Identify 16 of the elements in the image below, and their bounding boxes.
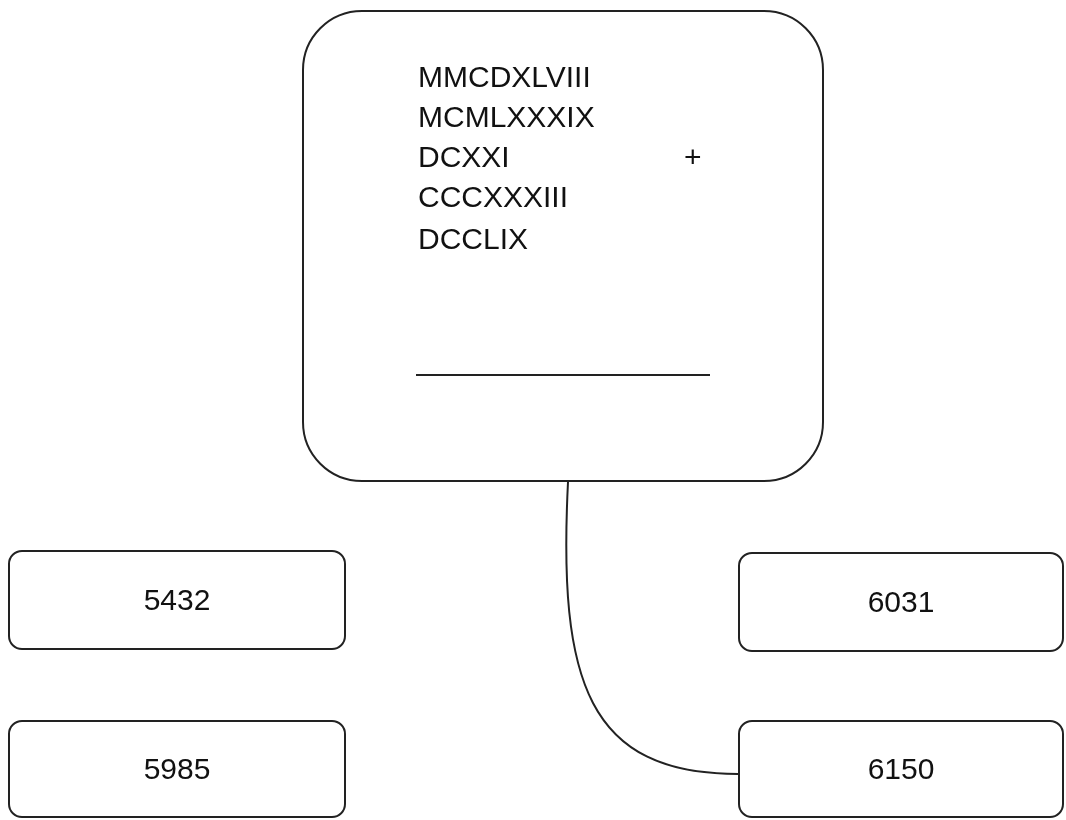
numeral-text: DCXXI [418, 140, 510, 174]
answer-number: 6031 [867, 585, 935, 619]
numeral-text: MMCDXLVIII [418, 60, 591, 94]
answer-box [8, 720, 346, 818]
numeral-text: MCMLXXXIX [418, 100, 595, 134]
numeral-text: DCCLIX [418, 222, 529, 256]
answer-number: 5432 [143, 583, 211, 617]
sum-box [302, 10, 824, 482]
answer-number: 6150 [867, 752, 935, 786]
answer-number: 5985 [143, 752, 211, 786]
plus-sign: + [684, 140, 702, 174]
connector-line [565, 481, 739, 775]
answer-box [8, 550, 346, 650]
answer-box [738, 720, 1064, 818]
numeral-text: CCCXXXIII [418, 180, 569, 214]
answer-box [738, 552, 1064, 652]
